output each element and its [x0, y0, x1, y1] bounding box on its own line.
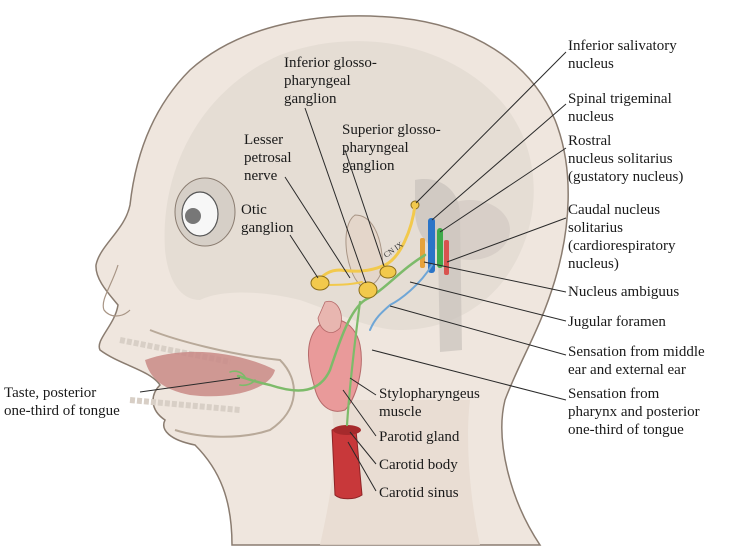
- nerve-blue-ear: [369, 264, 433, 331]
- carotid-bifurcation: [333, 425, 361, 435]
- rostral-solitarius-bar: [437, 228, 443, 268]
- iris: [185, 208, 201, 224]
- parotid-gland: [308, 318, 362, 412]
- tongue-branch-2: [239, 379, 256, 387]
- tongue-branch-1: [229, 370, 246, 378]
- labels: Inferior glosso- pharyngeal ganglion Les…: [4, 38, 708, 501]
- nerve-green-carotid: [345, 300, 362, 427]
- cerebellum: [430, 200, 510, 260]
- leader-rostral-solitarius: [439, 147, 567, 233]
- leader-pharynx: [371, 349, 567, 401]
- leader-spinal-trigeminal: [431, 103, 567, 221]
- label-carotid-sinus: Carotid sinus: [379, 485, 459, 501]
- label-superior-glosso-ganglion: Superior glosso- pharyngeal ganglion: [342, 122, 445, 174]
- spinal-trigeminal-nucleus-bar: [428, 218, 435, 273]
- leader-ambiguus: [423, 261, 567, 293]
- label-caudal-nucleus-solitarius: Caudal nucleus solitarius (cardiorespira…: [568, 202, 679, 272]
- leader-taste: [139, 377, 241, 393]
- label-spinal-trigeminal-nucleus: Spinal trigeminal nucleus: [568, 91, 675, 125]
- leader-parotid: [342, 389, 377, 437]
- head-illustration: [95, 15, 569, 546]
- parotid-extension: [317, 300, 342, 333]
- label-inferior-salivatory-nucleus: Inferior salivatory nucleus: [568, 38, 680, 72]
- leader-jugular-foramen: [409, 281, 567, 322]
- label-otic-ganglion: Otic ganglion: [241, 202, 294, 236]
- leader-otic: [289, 234, 319, 279]
- leader-carotid-sinus: [347, 441, 377, 492]
- leader-stylopharyngeus: [349, 377, 377, 396]
- otic-ganglion: [310, 275, 330, 291]
- label-rostral-nucleus-solitarius: Rostral nucleus solitarius (gustatory nu…: [568, 133, 683, 185]
- leader-inferior-salivatory: [415, 51, 567, 204]
- ambiguus-bar: [420, 238, 425, 268]
- label-sensation-middle-ear: Sensation from middle ear and external e…: [568, 344, 708, 378]
- label-carotid-body: Carotid body: [379, 457, 458, 473]
- label-nucleus-ambiguus: Nucleus ambiguus: [568, 284, 679, 300]
- nerve-green-tongue: [236, 253, 427, 392]
- label-stylopharyngeus-muscle: Stylopharyngeus muscle: [379, 386, 484, 420]
- nerve-yellow-main: [316, 203, 417, 284]
- leader-lesser-petrosal: [284, 176, 351, 279]
- superior-glosso-ganglion: [379, 265, 397, 279]
- label-sensation-pharynx: Sensation from pharynx and posterior one…: [568, 386, 703, 438]
- leader-middle-ear: [389, 305, 567, 356]
- label-taste-posterior: Taste, posterior one-third of tongue: [4, 385, 120, 419]
- teeth-lower: [129, 397, 241, 413]
- leader-lines: [139, 51, 567, 492]
- label-inferior-glosso-ganglion: Inferior glosso- pharyngeal ganglion: [284, 55, 381, 107]
- caudal-solitarius-bar: [444, 240, 449, 275]
- label-lesser-petrosal-nerve: Lesser petrosal nerve: [244, 132, 295, 184]
- nerve-pathways: [229, 203, 433, 427]
- leader-carotid-body: [349, 431, 377, 465]
- label-parotid-gland: Parotid gland: [379, 429, 460, 445]
- nose: [102, 264, 131, 317]
- neck-shadow: [320, 400, 480, 545]
- inferior-glosso-ganglion: [358, 281, 378, 299]
- leader-inferior-glosso: [304, 107, 367, 284]
- leader-superior-glosso: [344, 149, 385, 267]
- label-jugular-foramen: Jugular foramen: [568, 314, 666, 330]
- jaw-bone: [149, 329, 295, 438]
- leader-caudal-solitarius: [446, 217, 567, 263]
- structures: [308, 300, 363, 500]
